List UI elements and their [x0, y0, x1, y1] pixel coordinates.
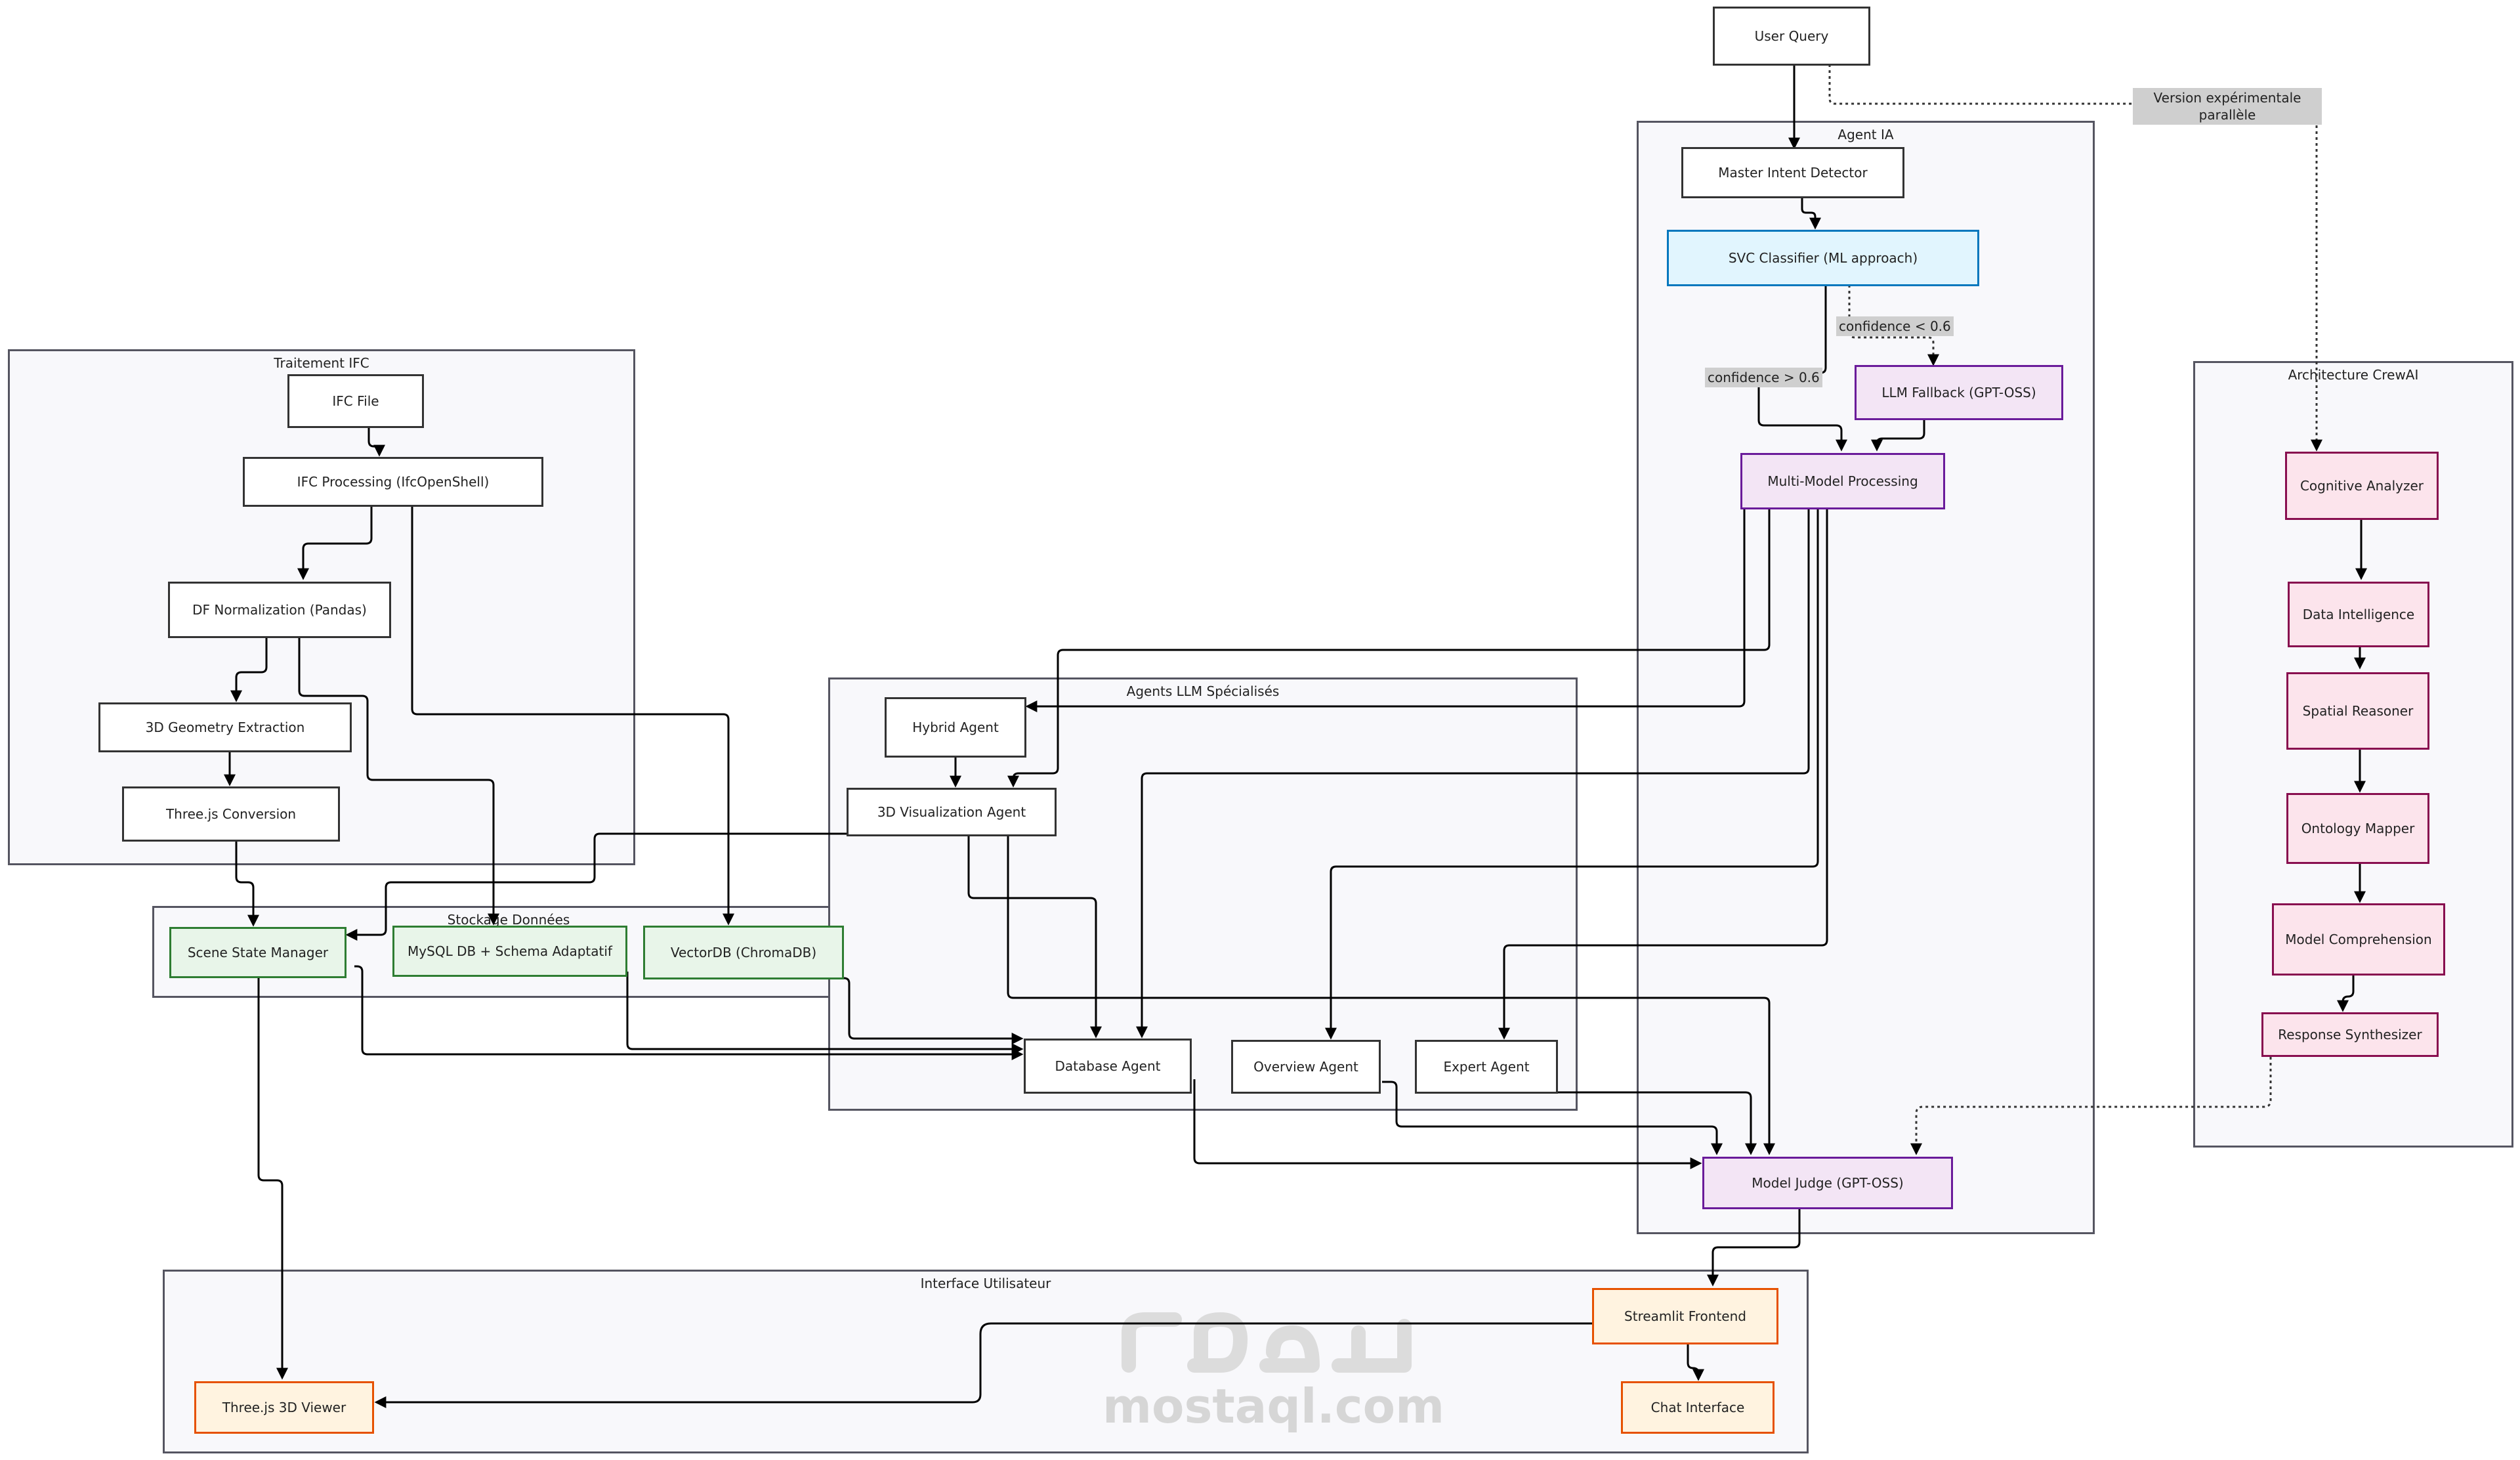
node-master-intent-detector[interactable]: Master Intent Detector — [1681, 147, 1904, 198]
node-ontology-mapper[interactable]: Ontology Mapper — [2286, 793, 2429, 864]
edge-database-to-judge — [1193, 1079, 1702, 1169]
node-response-synthesizer[interactable]: Response Synthesizer — [2261, 1012, 2439, 1057]
edge-mysql-to-database — [626, 972, 1024, 1055]
node-3d-geometry-extraction[interactable]: 3D Geometry Extraction — [98, 702, 352, 752]
edge-threejs-to-scene — [235, 840, 259, 927]
cluster-interface-utilisateur: Interface Utilisateur — [163, 1270, 1809, 1453]
edge-processing-to-vector — [411, 507, 734, 926]
edge-scene-to-database — [354, 965, 1024, 1060]
edge-label-confidence-low: confidence < 0.6 — [1836, 316, 1954, 336]
watermark-text: mostaql.com — [1102, 1379, 1445, 1434]
cluster-agent-ia: Agent IA — [1637, 121, 2095, 1234]
edge-vector-to-database — [831, 977, 1024, 1044]
cluster-title: Architecture CrewAI — [2288, 367, 2419, 383]
node-vectordb[interactable]: VectorDB (ChromaDB) — [643, 926, 844, 979]
edge-ifcfile-to-processing — [368, 428, 385, 457]
edge-multi-to-expert — [1498, 509, 1828, 1040]
edge-fallback-to-multi — [1871, 420, 1925, 452]
edge-streamlit-to-viewer — [374, 1322, 1593, 1408]
edge-expert-to-judge — [1555, 1091, 1757, 1155]
edge-response-to-judge-dotted — [1910, 1057, 2272, 1155]
cluster-title: Traitement IFC — [274, 355, 369, 371]
node-model-judge[interactable]: Model Judge (GPT-OSS) — [1702, 1157, 1953, 1209]
edge-label-confidence-high: confidence > 0.6 — [1705, 368, 1822, 387]
node-ifc-processing[interactable]: IFC Processing (IfcOpenShell) — [243, 457, 543, 507]
node-user-query[interactable]: User Query — [1713, 7, 1870, 66]
edge-model-to-response — [2337, 976, 2355, 1012]
edge-multi-to-overview — [1325, 509, 1819, 1040]
edge-scene-to-viewer — [257, 977, 288, 1380]
node-3d-visualization-agent[interactable]: 3D Visualization Agent — [847, 788, 1057, 836]
edge-multi-to-database — [1136, 509, 1810, 1039]
node-data-intelligence[interactable]: Data Intelligence — [2288, 582, 2429, 647]
edge-judge-to-streamlit — [1707, 1209, 1801, 1287]
edge-processing-to-df — [297, 507, 373, 580]
edge-overview-to-judge — [1382, 1081, 1723, 1155]
edge-label-version-experimentale: Version expérimentale parallèle — [2133, 88, 2322, 125]
node-multi-model-processing[interactable]: Multi-Model Processing — [1740, 453, 1945, 509]
edge-df-to-mysql — [298, 638, 499, 926]
node-threejs-conversion[interactable]: Three.js Conversion — [122, 786, 340, 842]
node-spatial-reasoner[interactable]: Spatial Reasoner — [2286, 672, 2429, 750]
node-cognitive-analyzer[interactable]: Cognitive Analyzer — [2285, 452, 2439, 520]
node-threejs-3d-viewer[interactable]: Three.js 3D Viewer — [194, 1381, 374, 1434]
edge-df-to-geometry — [230, 638, 268, 702]
node-chat-interface[interactable]: Chat Interface — [1621, 1381, 1774, 1434]
node-streamlit-frontend[interactable]: Streamlit Frontend — [1592, 1288, 1778, 1344]
edge-streamlit-to-chat — [1687, 1343, 1704, 1381]
edge-viz-to-judge — [1007, 835, 1775, 1155]
node-hybrid-agent[interactable]: Hybrid Agent — [885, 697, 1026, 758]
cluster-title: Stockage Données — [447, 912, 570, 928]
node-database-agent[interactable]: Database Agent — [1024, 1039, 1192, 1094]
edge-viz-to-scene — [345, 832, 847, 941]
node-model-comprehension[interactable]: Model Comprehension — [2272, 903, 2445, 976]
node-llm-fallback[interactable]: LLM Fallback (GPT-OSS) — [1855, 365, 2063, 420]
cluster-title: Agents LLM Spécialisés — [1126, 683, 1280, 699]
node-df-normalization[interactable]: DF Normalization (Pandas) — [168, 582, 391, 638]
edge-multi-to-hybrid — [1025, 509, 1746, 712]
node-svc-classifier[interactable]: SVC Classifier (ML approach) — [1667, 230, 1979, 286]
node-overview-agent[interactable]: Overview Agent — [1231, 1040, 1381, 1094]
node-ifc-file[interactable]: IFC File — [287, 374, 424, 428]
edge-viz-to-database — [967, 835, 1102, 1039]
cluster-title: Agent IA — [1838, 127, 1894, 142]
edge-user-to-cognitive-dotted — [1828, 64, 2322, 452]
node-scene-state-manager[interactable]: Scene State Manager — [169, 927, 346, 978]
edge-master-to-svc — [1801, 198, 1821, 230]
node-expert-agent[interactable]: Expert Agent — [1415, 1040, 1558, 1094]
edge-svc-to-multi — [1757, 285, 1847, 452]
edge-multi-to-viz — [1007, 509, 1771, 788]
node-mysql-db[interactable]: MySQL DB + Schema Adaptatif — [392, 926, 627, 977]
cluster-title: Interface Utilisateur — [920, 1276, 1051, 1291]
